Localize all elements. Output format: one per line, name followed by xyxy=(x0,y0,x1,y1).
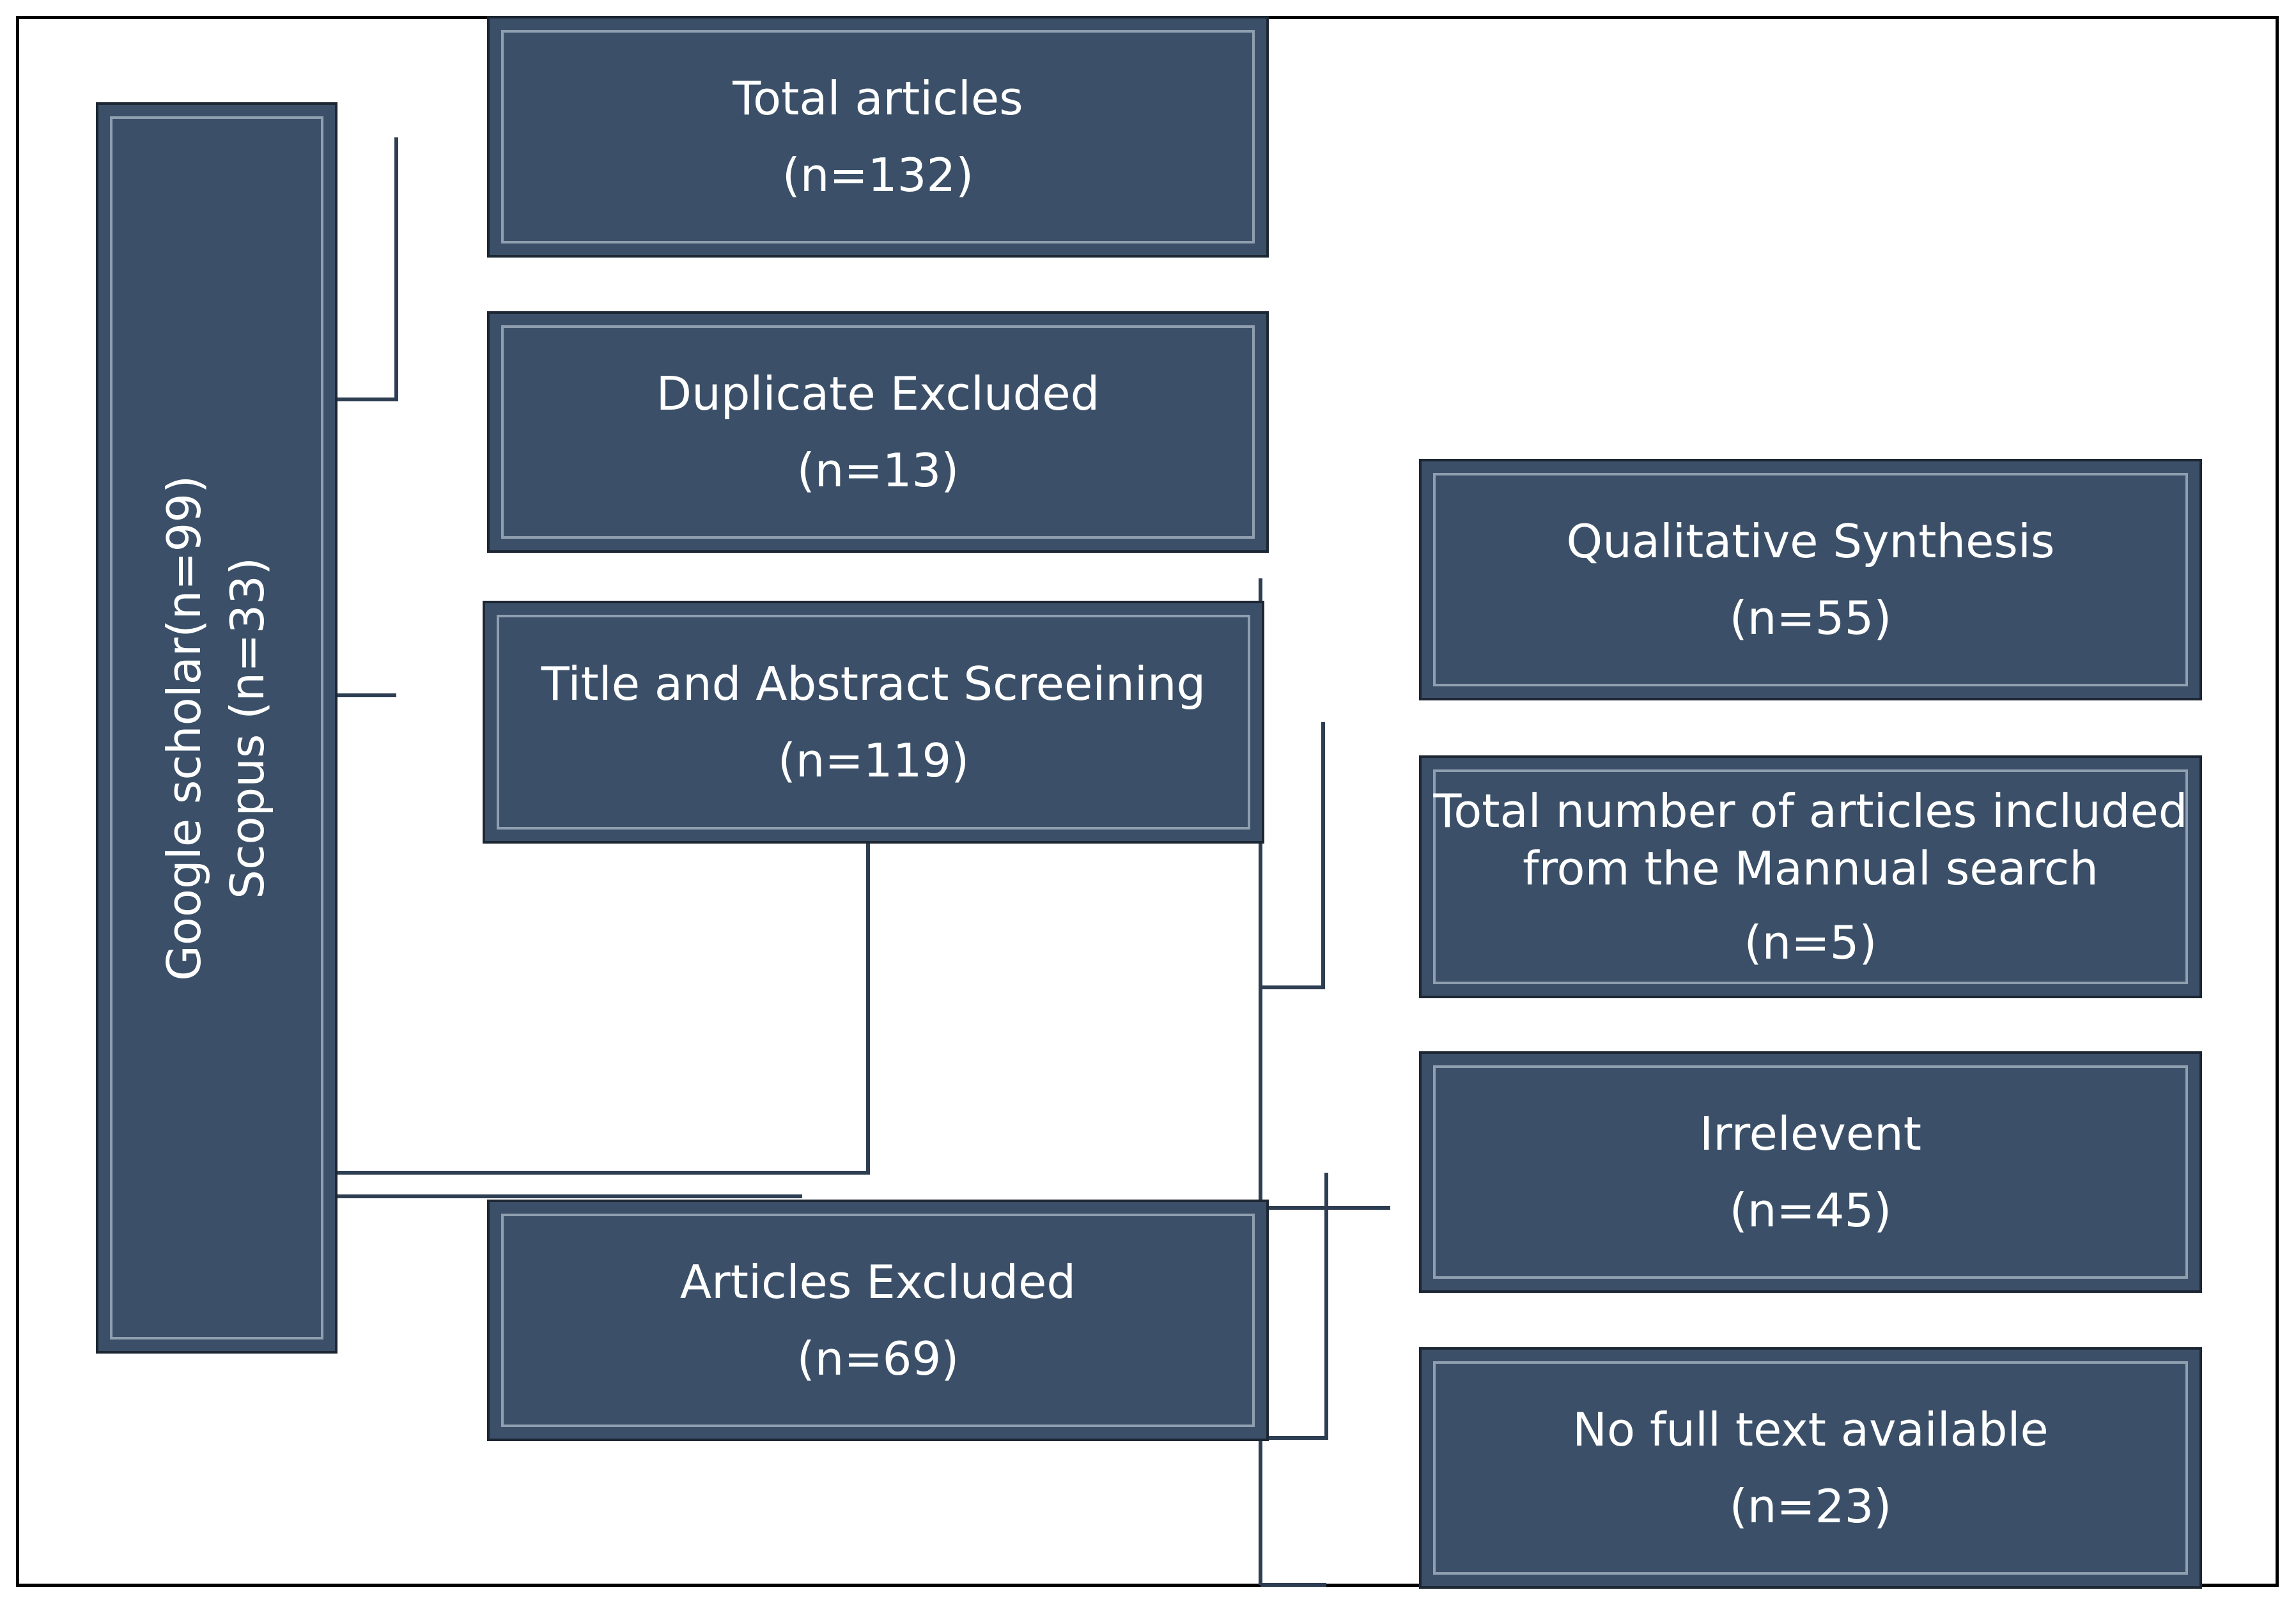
title-abstract-screening-box: Title and Abstract Screeining (n=119) xyxy=(483,601,1264,844)
articles-excluded-box: Articles Excluded (n=69) xyxy=(487,1200,1269,1441)
manual-search-label-line2: from the Mannual search xyxy=(1523,842,2098,895)
total-articles-label: Total articles xyxy=(733,71,1023,125)
manual-search-label-line1: Total number of articles included xyxy=(1433,784,2188,838)
irrelevent-box: Irrelevent (n=45) xyxy=(1419,1051,2202,1293)
connector-spine-to-manual xyxy=(1260,722,1325,989)
title-abstract-screening-count: (n=119) xyxy=(777,734,970,787)
qualitative-synthesis-count: (n=55) xyxy=(1729,591,1892,645)
manual-search-box: Total number of articles included from t… xyxy=(1419,755,2202,998)
connector-screening-to-source xyxy=(337,844,870,1175)
articles-excluded-label: Articles Excluded xyxy=(679,1255,1076,1309)
source-databases-text: Google scholar(n=99) Scopus (n=33) xyxy=(153,475,281,980)
irrelevent-label: Irrelevent xyxy=(1700,1106,1921,1161)
scopus-label: Scopus (n=33) xyxy=(221,557,275,899)
duplicate-excluded-label: Duplicate Excluded xyxy=(656,366,1100,421)
google-scholar-label: Google scholar(n=99) xyxy=(157,475,212,981)
qualitative-synthesis-box: Qualitative Synthesis (n=55) xyxy=(1419,459,2202,700)
manual-search-count: (n=5) xyxy=(1744,916,1877,969)
connector-source-to-total xyxy=(337,137,398,401)
articles-excluded-count: (n=69) xyxy=(796,1332,959,1386)
no-full-text-count: (n=23) xyxy=(1729,1479,1892,1533)
total-articles-box: Total articles (n=132) xyxy=(487,16,1269,258)
connector-excluded-subtree xyxy=(1269,1173,1328,1440)
qualitative-synthesis-label: Qualitative Synthesis xyxy=(1566,514,2055,568)
title-abstract-screening-label: Title and Abstract Screeining xyxy=(541,656,1206,711)
source-databases-box: Google scholar(n=99) Scopus (n=33) xyxy=(96,102,337,1354)
total-articles-count: (n=132) xyxy=(782,148,974,202)
irrelevent-count: (n=45) xyxy=(1729,1184,1892,1237)
duplicate-excluded-count: (n=13) xyxy=(796,444,959,497)
duplicate-excluded-box: Duplicate Excluded (n=13) xyxy=(487,311,1269,553)
no-full-text-box: No full text available (n=23) xyxy=(1419,1347,2202,1589)
no-full-text-label: No full text available xyxy=(1572,1402,2049,1456)
